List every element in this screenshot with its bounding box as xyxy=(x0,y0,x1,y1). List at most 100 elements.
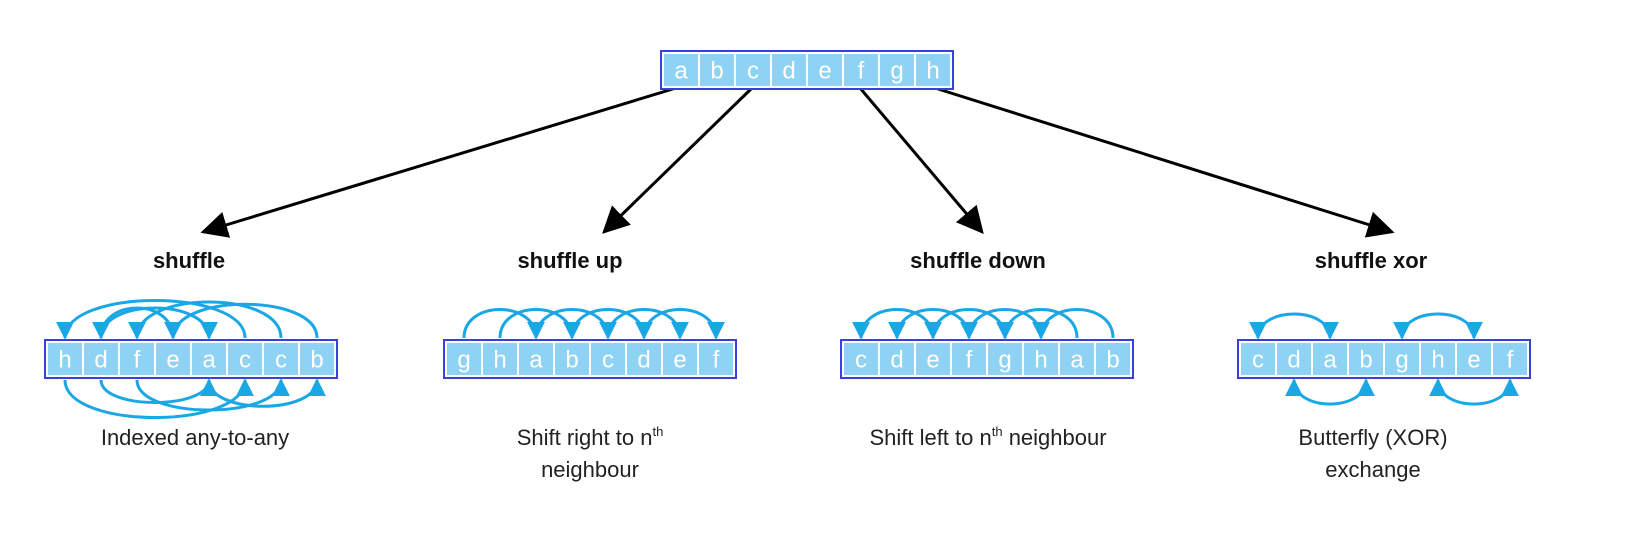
desc-shuffle-up-prefix: Shift right to n xyxy=(517,425,653,450)
array-cell-box xyxy=(770,52,808,88)
array-cell-label: f xyxy=(858,58,865,85)
desc-shuffle: Indexed any-to-any xyxy=(101,425,289,450)
array-cell-label: h xyxy=(58,347,71,374)
array-cell-label: b xyxy=(565,347,578,374)
array-cell: b xyxy=(298,341,336,377)
array-cell-box xyxy=(190,341,228,377)
array-cell-box xyxy=(82,341,120,377)
array-cell-label: g xyxy=(457,347,470,374)
shuffle-xor-arc xyxy=(1429,378,1519,406)
array-cell-label: h xyxy=(926,58,939,85)
array-cell-box xyxy=(1455,341,1493,377)
array-cell-label: a xyxy=(1323,347,1337,374)
array-cell-box xyxy=(1022,341,1060,377)
array-cell: b xyxy=(1094,341,1132,377)
array-cell-box xyxy=(1491,341,1529,377)
shuffle-arc xyxy=(63,378,254,419)
array-cell-label: e xyxy=(926,347,939,374)
array-cell: f xyxy=(697,341,735,377)
array-cell-label: a xyxy=(202,347,216,374)
array-cell-label: h xyxy=(493,347,506,374)
array-cell: g xyxy=(1383,341,1421,377)
array-cell-label: a xyxy=(529,347,543,374)
array-cell-label: a xyxy=(1070,347,1084,374)
array-cell: a xyxy=(190,341,228,377)
array-cell-box xyxy=(262,341,300,377)
array-cell-box xyxy=(914,52,952,88)
array-cell-box xyxy=(154,341,192,377)
array-cell: c xyxy=(842,341,880,377)
array-cell: e xyxy=(1455,341,1493,377)
shuffle-up-arc xyxy=(570,308,653,340)
array-cell-label: a xyxy=(674,58,688,85)
shuffle-arc xyxy=(164,302,319,340)
array-cell-label: f xyxy=(134,347,141,374)
array-cell-label: d xyxy=(782,58,795,85)
panel-title-shuffle: shuffle xyxy=(153,248,225,273)
shuffle-xor-arc xyxy=(1393,312,1483,340)
array-cell-label: c xyxy=(747,58,759,85)
desc-shuffle-down-prefix: Shift left to n xyxy=(869,425,991,450)
array-cell: d xyxy=(625,341,663,377)
desc-shuffle-down-sup: th xyxy=(992,424,1003,439)
array-cell: f xyxy=(118,341,156,377)
array-cell-label: e xyxy=(673,347,686,374)
array-cell-box xyxy=(589,341,627,377)
array-cell-box xyxy=(986,341,1024,377)
shuffle-arc xyxy=(128,300,283,340)
array-cell: d xyxy=(82,341,120,377)
array-cell: c xyxy=(226,341,264,377)
array-cell-box xyxy=(517,341,555,377)
array-cell: b xyxy=(553,341,591,377)
shuffle-arc xyxy=(99,306,218,340)
desc-shuffle-down-suffix: neighbour xyxy=(1003,425,1107,450)
array-cell-label: f xyxy=(1507,347,1514,374)
array-cell-box xyxy=(1419,341,1457,377)
panel-title-shuffle-xor: shuffle xor xyxy=(1315,248,1428,273)
array-cell-box xyxy=(734,52,772,88)
panel-title-shuffle-up: shuffle up xyxy=(517,248,622,273)
arrow-to-shuffle xyxy=(200,86,677,238)
array-cell: h xyxy=(1419,341,1457,377)
array-cell-label: g xyxy=(1395,347,1408,374)
array-cell-label: c xyxy=(855,347,867,374)
array-cell: c xyxy=(1239,341,1277,377)
desc-shuffle-up-sup: th xyxy=(652,424,663,439)
array-cell-label: b xyxy=(1106,347,1119,374)
array-cell-box xyxy=(445,341,483,377)
array-cell-label: b xyxy=(310,347,323,374)
array-cell-label: e xyxy=(818,58,831,85)
array-cell-box xyxy=(842,52,880,88)
panel-title-shuffle-down: shuffle down xyxy=(910,248,1046,273)
array-cell: f xyxy=(950,341,988,377)
shuffle-up-arc xyxy=(606,308,689,340)
shuffle-arc xyxy=(56,299,247,340)
array-cell-box xyxy=(481,341,519,377)
array-cell: f xyxy=(1491,341,1529,377)
array-cell-label: f xyxy=(713,347,720,374)
array-cell: b xyxy=(698,52,736,88)
shuffle-up-arc xyxy=(462,308,545,340)
shuffle-arc xyxy=(99,378,218,404)
shuffle-down-arc xyxy=(996,308,1079,340)
array-cell: h xyxy=(46,341,84,377)
array-cell-label: h xyxy=(1034,347,1047,374)
array-cell-label: d xyxy=(890,347,903,374)
array-cell: c xyxy=(734,52,772,88)
array-cell: g xyxy=(878,52,916,88)
shuffle-down-arc xyxy=(1032,308,1115,340)
array-cell-label: c xyxy=(602,347,614,374)
array-cell: e xyxy=(914,341,952,377)
desc-shuffle-xor-line2: exchange xyxy=(1325,457,1420,482)
array-cell-box xyxy=(697,341,735,377)
array-cell: h xyxy=(1022,341,1060,377)
array-cell-label: c xyxy=(1252,347,1264,374)
array-cell-label: e xyxy=(1467,347,1480,374)
array-cell: h xyxy=(914,52,952,88)
shuffle-arcs xyxy=(56,299,1519,419)
arrow-to-shuffle-up xyxy=(602,86,754,234)
